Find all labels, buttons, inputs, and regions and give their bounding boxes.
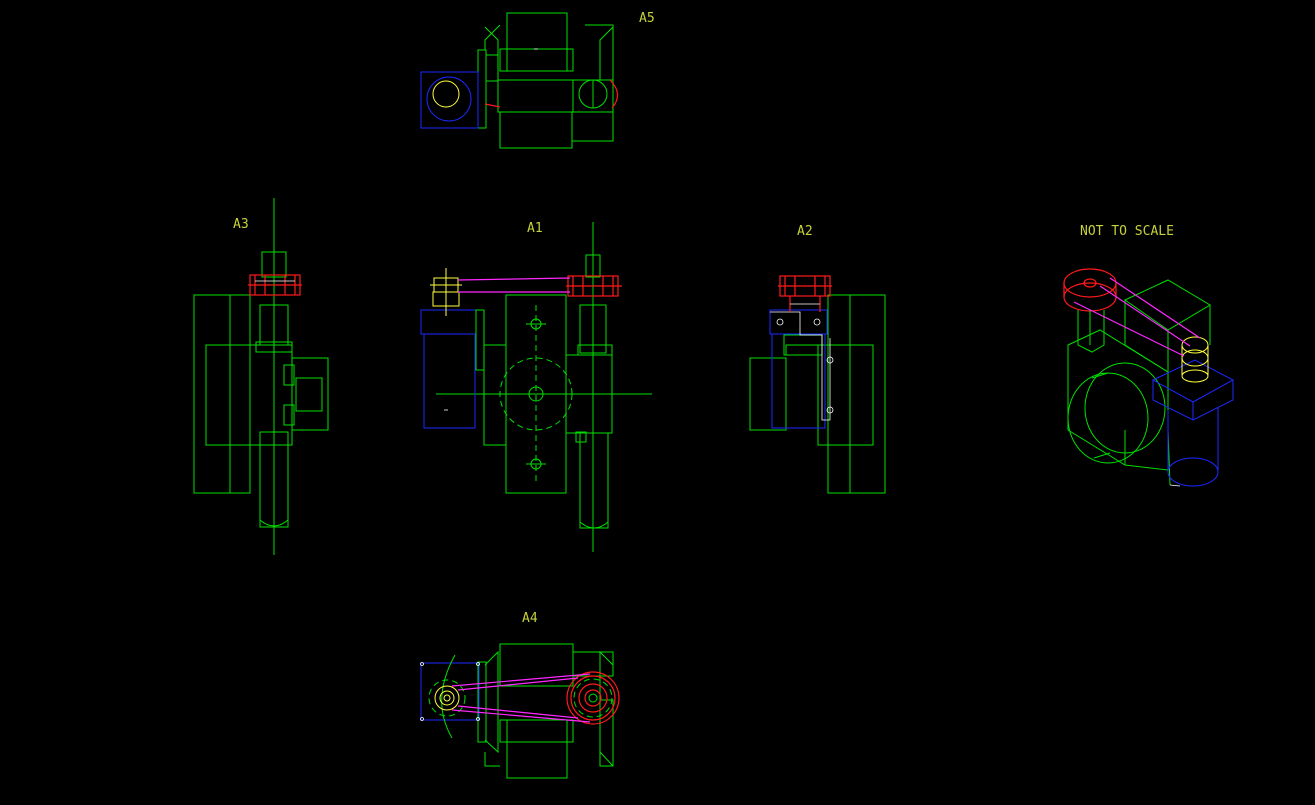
- view-a1: A1: [420, 221, 652, 552]
- view-a3: A3: [193, 198, 329, 555]
- not-to-scale-note: NOT TO SCALE: [1080, 224, 1174, 239]
- view-isometric: NOT TO SCALE: [1063, 224, 1235, 487]
- view-a2: A2: [749, 224, 886, 494]
- view-label-a3: A3: [233, 217, 249, 232]
- view-a4: A4: [420, 611, 620, 779]
- view-a5: A5: [420, 11, 655, 149]
- view-label-a1: A1: [527, 221, 543, 236]
- view-label-a2: A2: [797, 224, 813, 239]
- view-label-a4: A4: [522, 611, 538, 626]
- view-label-a5: A5: [639, 11, 655, 26]
